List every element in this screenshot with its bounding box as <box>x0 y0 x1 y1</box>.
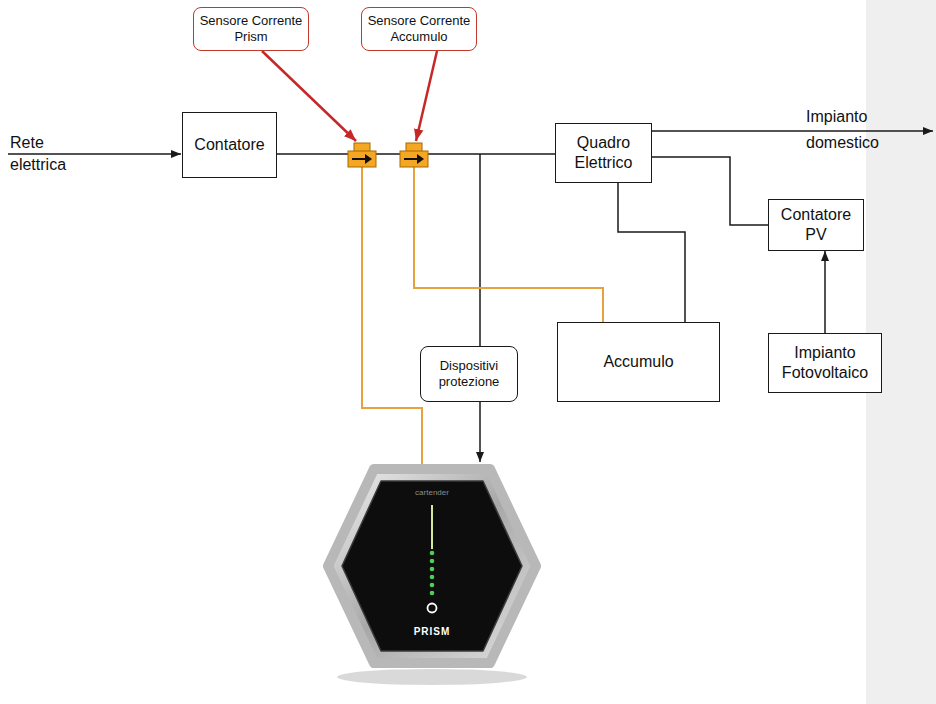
led-dot <box>430 567 435 572</box>
node-text: Impianto Fotovoltaico <box>774 343 876 383</box>
sensor-arrow <box>417 154 424 164</box>
storage-box: Accumulo <box>557 322 720 402</box>
connector-line <box>824 251 826 333</box>
grid-input-arrow <box>8 153 181 155</box>
node-text: Contatore <box>194 135 264 155</box>
connector-line <box>618 183 685 322</box>
charger-feed-arrow <box>479 402 481 462</box>
branch-wire <box>479 154 481 346</box>
sensor-body <box>400 151 428 167</box>
meter-box: Contatore PV <box>768 199 864 251</box>
product-label: PRISM <box>392 625 472 638</box>
node-text: Contatore PV <box>774 205 858 245</box>
node-text: Sensore Corrente Accumulo <box>367 13 471 45</box>
protection-box: Dispositivi protezione <box>420 346 518 402</box>
node-text: Quadro Elettrico <box>561 133 646 173</box>
home-output-arrow <box>650 130 933 132</box>
led-dot <box>430 575 435 580</box>
power-button <box>428 604 437 613</box>
sensor-arrow <box>365 154 372 164</box>
led-dot <box>430 591 435 596</box>
sensor-wire <box>414 166 603 322</box>
led-dot <box>430 551 435 556</box>
sensor-callout: Sensore Corrente Accumulo <box>361 7 477 51</box>
current-sensor <box>348 143 376 167</box>
grid-label: Rete elettrica <box>10 132 80 176</box>
pv-box: Impianto Fotovoltaico <box>768 333 882 393</box>
device-frame <box>328 469 536 663</box>
sensor-callout: Sensore Corrente Prism <box>193 7 309 51</box>
output-label: Impianto domestico <box>806 104 906 156</box>
meter-box: Contatore <box>182 112 277 178</box>
node-text: Sensore Corrente Prism <box>199 13 303 45</box>
led-bar <box>431 505 433 549</box>
charger-illustration <box>328 469 536 685</box>
sensor-body <box>348 151 376 167</box>
led-dot <box>430 583 435 588</box>
device-shadow <box>337 669 527 685</box>
leader-arrow <box>416 51 437 141</box>
device-face <box>342 481 522 651</box>
current-sensor <box>400 143 428 167</box>
node-text: Dispositivi protezione <box>426 358 512 390</box>
connector-line <box>652 157 768 225</box>
node-text: Accumulo <box>603 352 673 372</box>
brand-label: cartender <box>392 488 472 498</box>
sensor-arrow <box>352 158 366 160</box>
led-dot <box>430 559 435 564</box>
sensor-arrow <box>404 158 418 160</box>
panel-box: Quadro Elettrico <box>555 123 652 183</box>
